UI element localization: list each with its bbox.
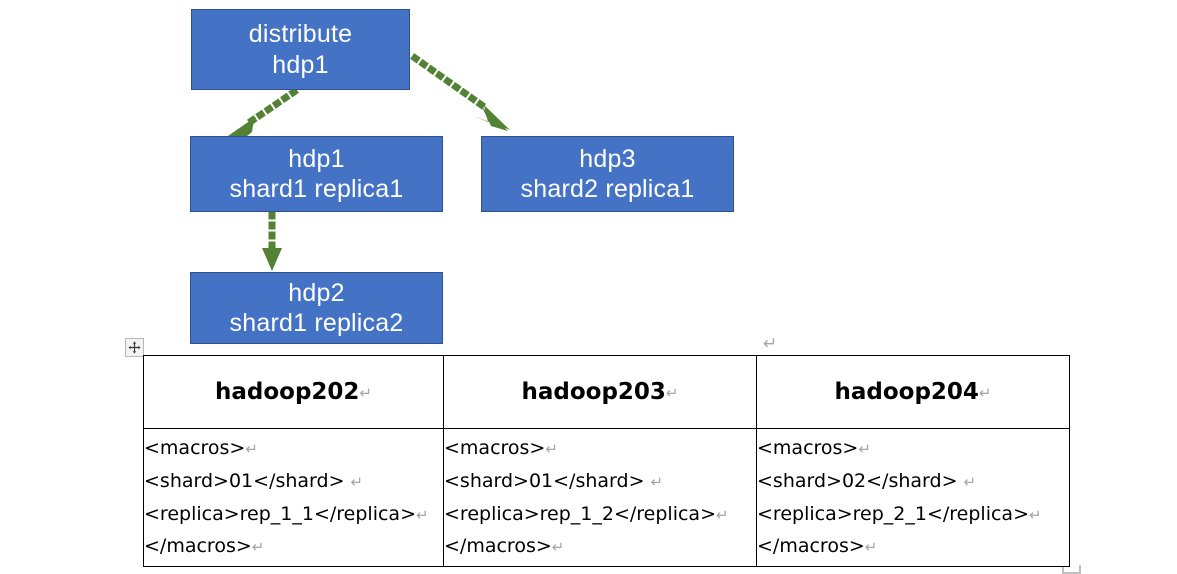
header-label: hadoop204 [834,379,979,405]
node-line-1: hdp2 [288,278,345,307]
code-text: <macros> [144,437,246,460]
table-move-handle-icon[interactable] [125,338,144,357]
node-line-2: shard2 replica1 [520,175,695,203]
paragraph-mark: ↵ [551,538,565,557]
header-label: hadoop202 [214,379,360,405]
code-line: <macros>↵ [444,432,756,465]
diagram-node-distribute[interactable]: distribute hdp1 [191,9,410,90]
table-header-cell-hadoop203[interactable]: hadoop203↵ [443,355,757,429]
code-text: <macros> [444,437,546,460]
paragraph-mark: ↵ [864,538,878,557]
paragraph-mark: ↵ [1028,505,1042,524]
table-row: <macros>↵ <shard>01</shard> ↵ <replica>r… [143,428,1070,567]
node-line-1: distribute [248,20,353,48]
header-label: hadoop203 [521,379,666,405]
paragraph-mark: ↵ [665,384,679,402]
diagram-node-hdp2[interactable]: hdp2 shard1 replica2 [190,272,443,344]
table-header-cell-hadoop202[interactable]: hadoop202↵ [143,355,444,429]
paragraph-mark: ↵ [858,440,871,459]
node-line-1: hdp1 [288,144,345,173]
paragraph-mark: ↵ [251,538,265,557]
code-line: </macros>↵ [757,530,1069,563]
code-line: <macros>↵ [144,432,443,465]
paragraph-mark: ↵ [359,384,372,402]
code-text: <replica>rep_1_1</replica> [144,502,416,525]
arrow-distribute-to-hdp1 [228,87,299,140]
code-line: <replica>rep_1_2</replica>↵ [444,498,756,531]
table-cell-hadoop203-macros[interactable]: <macros>↵ <shard>01</shard> ↵ <replica>r… [443,428,757,567]
table-cell-hadoop202-macros[interactable]: <macros>↵ <shard>01</shard> ↵ <replica>r… [143,428,444,567]
table-cell-hadoop204-macros[interactable]: <macros>↵ <shard>02</shard> ↵ <replica>r… [756,428,1070,567]
paragraph-mark: ↵ [545,440,558,459]
code-line: </macros>↵ [444,530,756,563]
paragraph-mark: ↵ [963,472,977,491]
code-text: <macros> [757,437,859,460]
node-line-2: shard1 replica2 [229,309,404,337]
code-text: <replica>rep_1_2</replica> [444,502,716,525]
code-line: <replica>rep_2_1</replica>↵ [757,498,1069,531]
code-line: <shard>01</shard> ↵ [144,465,443,498]
code-line: </macros>↵ [144,530,443,563]
paragraph-mark: ↵ [350,472,364,491]
node-line-2: shard1 replica1 [229,175,404,203]
paragraph-mark: ↵ [715,505,729,524]
table-header-row: hadoop202↵ hadoop203↵ hadoop204↵ [143,355,1070,429]
code-text: </macros> [144,535,252,558]
paragraph-mark: ↵ [650,472,664,491]
code-text: </macros> [757,535,865,558]
table-header-cell-hadoop204[interactable]: hadoop204↵ [756,355,1070,429]
code-line: <shard>02</shard> ↵ [757,465,1069,498]
node-line-2: hdp1 [272,50,329,79]
node-line-1: hdp3 [579,144,636,173]
code-text: </macros> [444,535,552,558]
diagram-node-hdp3[interactable]: hdp3 shard2 replica1 [481,136,734,212]
code-line: <macros>↵ [757,432,1069,465]
code-text: <shard>01</shard> [444,469,651,492]
config-table: hadoop202↵ hadoop203↵ hadoop204↵ <macros… [143,355,1070,567]
code-line: <shard>01</shard> ↵ [444,465,756,498]
code-text: <replica>rep_2_1</replica> [757,502,1029,525]
paragraph-mark: ↵ [245,440,258,459]
arrow-hdp1-to-hdp2 [262,211,282,271]
paragraph-mark: ↵ [978,384,992,402]
arrow-distribute-to-hdp3 [410,53,510,131]
code-line: <replica>rep_1_1</replica>↵ [144,498,443,531]
paragraph-mark: ↵ [415,505,429,524]
move-cross-icon [128,341,141,354]
code-text: <shard>01</shard> [144,469,351,492]
paragraph-mark: ↵ [763,334,778,354]
diagram-node-hdp1[interactable]: hdp1 shard1 replica1 [190,136,443,212]
code-text: <shard>02</shard> [757,469,964,492]
